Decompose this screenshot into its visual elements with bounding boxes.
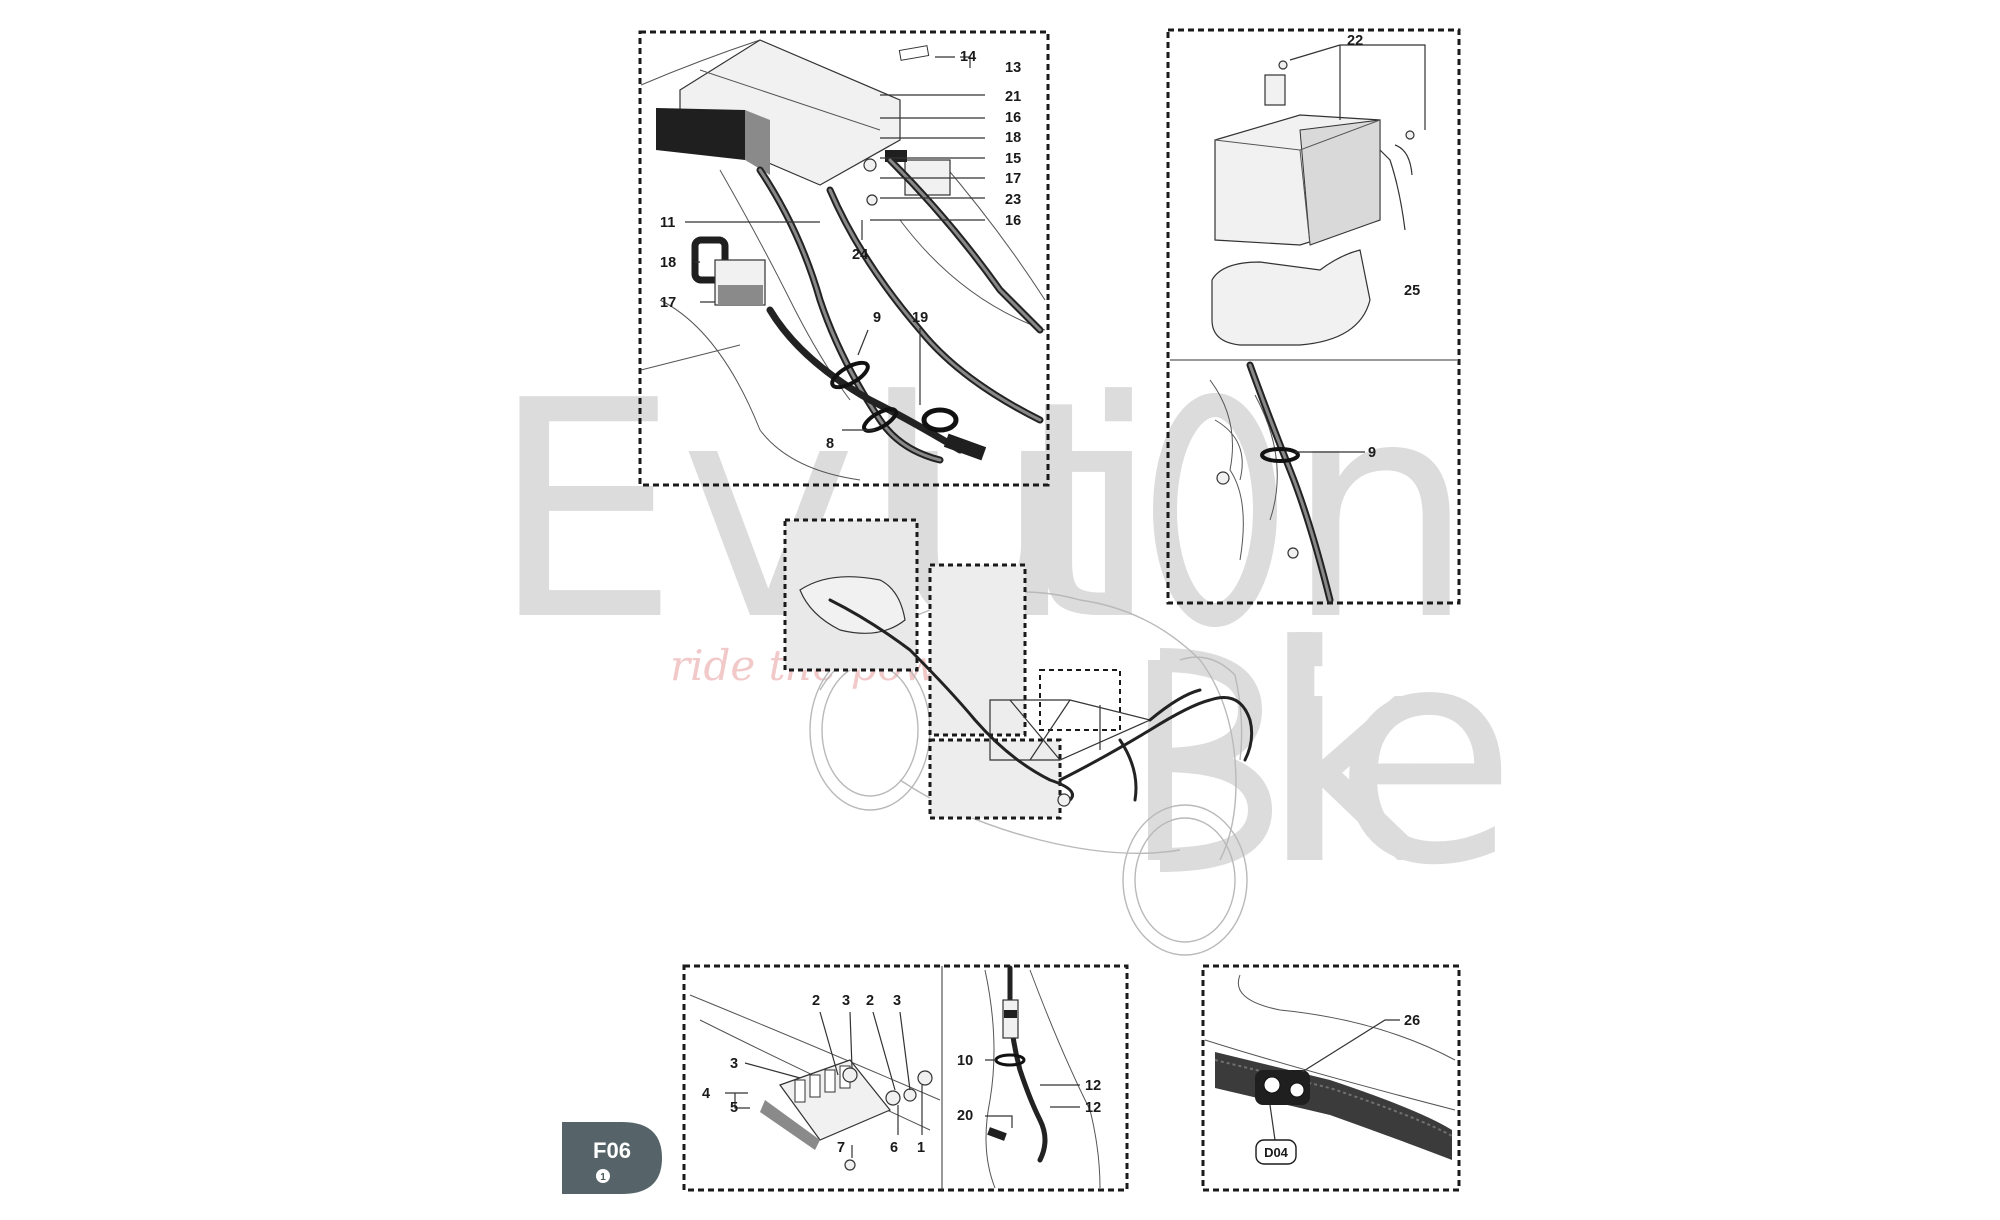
callout-16b: 16	[1005, 213, 1021, 229]
connector-strip	[898, 45, 930, 61]
callout-12b: 12	[1085, 1100, 1101, 1116]
callout-2b: 2	[866, 993, 874, 1009]
page-code: F06	[593, 1138, 631, 1163]
callout-18a: 18	[1005, 130, 1021, 146]
panel-frame	[682, 964, 1129, 1192]
callout-7: 7	[837, 1140, 845, 1156]
callout-22: 22	[1347, 33, 1363, 49]
callout-21: 21	[1005, 89, 1021, 105]
callout-14: 14	[960, 49, 976, 65]
callout-19: 19	[912, 310, 928, 326]
callout-18b: 18	[660, 255, 676, 271]
callout-8: 8	[826, 436, 834, 452]
callout-1: 1	[917, 1140, 925, 1156]
detail-box-b	[928, 563, 1027, 737]
callout-2a: 2	[812, 993, 820, 1009]
reference-badge	[1255, 1139, 1297, 1165]
callout-12a: 12	[1085, 1078, 1101, 1094]
callout-9: 9	[873, 310, 881, 326]
callout-20: 20	[957, 1108, 973, 1124]
callout-3b: 3	[893, 993, 901, 1009]
battery-tray	[1211, 249, 1371, 346]
callout-23: 23	[1005, 192, 1021, 208]
callout-5: 5	[730, 1100, 738, 1116]
panel-battery: 22 25 9	[1166, 28, 1461, 605]
callout-13: 13	[1005, 60, 1021, 76]
callout-11: 11	[660, 215, 675, 231]
motorcycle-overview	[783, 518, 1254, 956]
callout-4: 4	[702, 1086, 710, 1102]
callout-25: 25	[1404, 283, 1420, 299]
callout-15: 15	[1005, 151, 1021, 167]
panel-fuse-box: 2 3 2 3 3 4 5 7 6 1 10 12 12 20	[682, 964, 1129, 1192]
page-sub-dot	[596, 1169, 610, 1183]
panel-frame	[638, 30, 1050, 487]
callout-6: 6	[890, 1140, 898, 1156]
callout-10: 10	[957, 1053, 973, 1069]
panel-ecu-harness: 14 13 21 16 18 15 17 23 16 11 24 18 17 9…	[638, 30, 1050, 487]
page-sub: 1	[600, 1172, 606, 1183]
connector-body	[1002, 999, 1019, 1039]
watermark-ring-o	[1153, 393, 1277, 627]
detail-box-c	[928, 738, 1062, 820]
page-badge: F06 1	[562, 1122, 662, 1194]
ecu-dark-side	[656, 108, 745, 160]
callout-3c: 3	[730, 1056, 738, 1072]
reference-label: D04	[1264, 1145, 1289, 1160]
fuse-box	[779, 1059, 891, 1141]
callout-16a: 16	[1005, 110, 1021, 126]
callout-17a: 17	[1005, 171, 1021, 187]
callout-17b: 17	[660, 295, 676, 311]
callout-26: 26	[1404, 1013, 1420, 1029]
panel-frame	[1166, 28, 1461, 605]
watermark-word-4: ike	[1260, 582, 1517, 931]
watermark-word-3: n	[1285, 337, 1475, 686]
harness-connector	[943, 433, 987, 461]
callout-24: 24	[852, 247, 868, 263]
callout-9b: 9	[1368, 445, 1376, 461]
panel-clip-detail: 26 D04	[1201, 964, 1461, 1192]
front-wheel	[1122, 804, 1248, 956]
callout-3a: 3	[842, 993, 850, 1009]
page-badge-shape	[562, 1122, 662, 1194]
